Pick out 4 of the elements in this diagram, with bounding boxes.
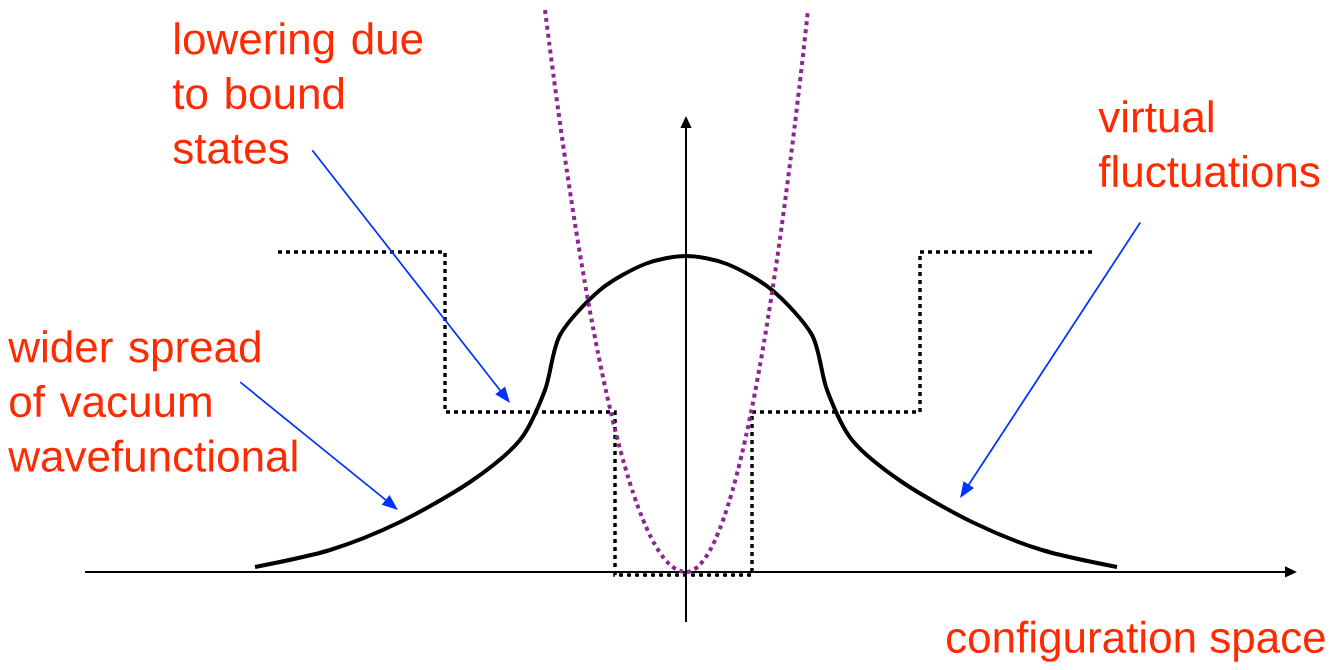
callout-label: wider spread of vacuum wavefunctional <box>8 330 297 472</box>
callout-label: lowering due to bound states <box>172 22 423 164</box>
axis-label: configuration space <box>947 620 1325 662</box>
callout-label: virtual fluctuations <box>1098 100 1320 188</box>
